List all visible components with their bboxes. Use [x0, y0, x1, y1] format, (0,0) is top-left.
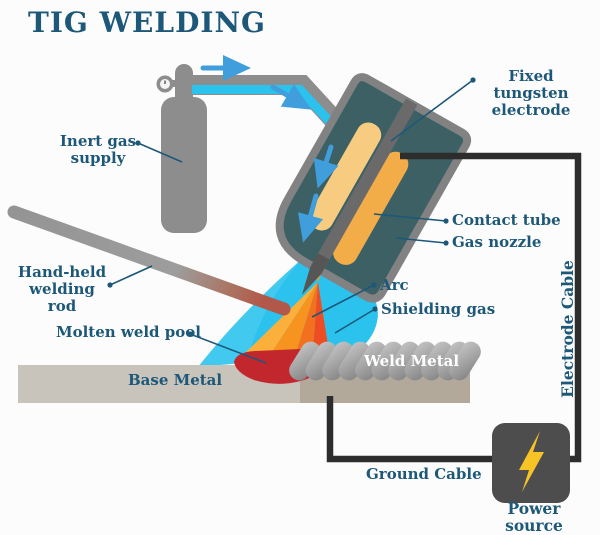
inert-gas-cylinder — [156, 64, 207, 233]
pressure-gauge-icon — [156, 75, 178, 93]
gas-hose — [192, 75, 353, 139]
label-electrode-cable: Electrode Cable — [558, 260, 577, 398]
electrode-cable-line — [400, 152, 582, 463]
leader-inert-gas-supply — [135, 140, 183, 163]
gas-flow-arrow-icons — [200, 55, 339, 243]
leader-fixed-tungsten-electrode — [390, 77, 476, 142]
label-base-metal: Base Metal — [128, 371, 223, 389]
label-hand-held-welding-rod: Hand-held welding rod — [17, 263, 107, 315]
label-molten-weld-pool: Molten weld pool — [56, 323, 201, 341]
leader-lines — [107, 77, 476, 364]
label-inert-gas-supply: Inert gas supply — [59, 132, 137, 167]
power-source-box — [492, 423, 570, 503]
weld-metal-bead — [289, 341, 481, 381]
label-ground-cable: Ground Cable — [366, 465, 482, 483]
welding-rod — [7, 205, 291, 316]
ground-cable-line — [326, 396, 492, 463]
label-shielding-gas: Shielding gas — [381, 300, 496, 318]
leader-arc — [311, 282, 377, 318]
leader-hand-held-welding-rod — [107, 265, 153, 288]
tungsten-electrode — [302, 98, 418, 295]
contact-tube-left — [308, 122, 382, 231]
label-contact-tube: Contact tube — [452, 211, 561, 229]
contact-tube-right — [333, 151, 409, 265]
label-power-source: Power source — [505, 499, 563, 535]
welding-torch — [275, 73, 472, 303]
label-weld-metal: Weld Metal — [364, 352, 460, 370]
page-title: TIG WELDING — [28, 6, 266, 39]
label-fixed-tungsten-electrode: Fixed tungsten electrode — [491, 67, 571, 119]
label-arc: Arc — [380, 276, 409, 294]
leader-shielding-gas — [334, 306, 378, 334]
leader-molten-weld-pool — [187, 331, 267, 364]
leader-contact-tube — [373, 213, 449, 224]
label-gas-nozzle: Gas nozzle — [452, 233, 542, 251]
leader-gas-nozzle — [395, 237, 449, 246]
lightning-bolt-icon — [519, 431, 544, 492]
